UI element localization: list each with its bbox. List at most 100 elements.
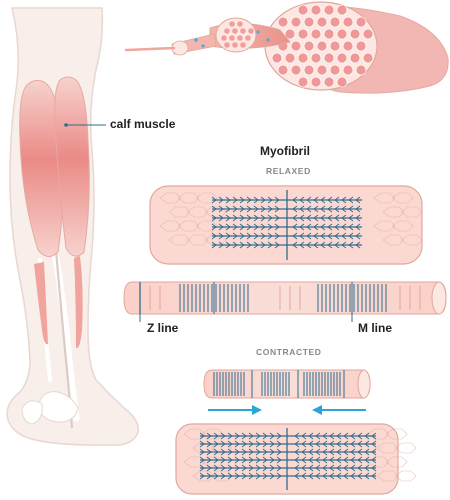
cross-bridge (343, 464, 349, 472)
muscle-fibre-cell (342, 40, 354, 52)
muscle-fibre-cell (290, 64, 302, 76)
cross-bridge (306, 214, 312, 222)
relaxed-caption: RELAXED (266, 166, 311, 176)
peroneus-muscle (34, 262, 48, 345)
cross-bridge (267, 232, 273, 240)
cross-bridge (199, 456, 205, 464)
calf-muscle-lateral (19, 79, 64, 257)
cross-bridge (355, 241, 361, 249)
cross-bridge (294, 432, 300, 440)
cross-bridge (260, 232, 266, 240)
muscle-fibre-cell (284, 52, 296, 64)
cross-bridge (260, 205, 266, 213)
cross-bridge (357, 440, 363, 448)
cross-bridge (218, 223, 224, 231)
calf-muscle-label: calf muscle (110, 117, 176, 131)
cross-bridge (329, 440, 335, 448)
muscle-fibre-cell (349, 52, 361, 64)
cross-bridge (248, 448, 254, 456)
muscle-fibre-cell (336, 4, 348, 16)
cross-bridge (232, 241, 238, 249)
cross-bridge (308, 440, 314, 448)
cross-bridge (315, 456, 321, 464)
muscle-fibre-cell (277, 16, 289, 28)
cross-bridge (371, 456, 377, 464)
cross-bridge (246, 241, 252, 249)
cross-bridge (350, 432, 356, 440)
hex-cell (192, 442, 215, 454)
cross-bridge (292, 196, 298, 204)
cross-bridge (241, 432, 247, 440)
cross-bridge (239, 241, 245, 249)
hex-cell (183, 456, 206, 468)
cross-bridge (227, 432, 233, 440)
cross-bridge (276, 448, 282, 456)
cross-bridge (218, 205, 224, 213)
cross-bridge (206, 432, 212, 440)
myofibril-tube-cap (431, 281, 447, 315)
bundle-fibre-cell (232, 28, 238, 34)
muscle-fibre-cell (323, 4, 335, 16)
hex-cell (376, 442, 399, 454)
fibre-bundle-cells (221, 21, 254, 48)
hex-cell (373, 220, 396, 232)
cross-bridge (246, 232, 252, 240)
cross-bridge (213, 456, 219, 464)
cross-bridge (267, 196, 273, 204)
muscle-fibre-cells (271, 4, 374, 88)
cross-bridge (232, 214, 238, 222)
contracted-tube-cap (357, 369, 371, 399)
ankle-bones (39, 391, 79, 423)
cross-bridge (357, 456, 363, 464)
cross-bridge (206, 440, 212, 448)
muscle-fibre-cell (277, 64, 289, 76)
muscle-fibre-cell (284, 28, 296, 40)
cross-bridge (267, 241, 273, 249)
muscle-fibre-cell (316, 16, 328, 28)
cross-bridge (348, 205, 354, 213)
cross-bridge (308, 456, 314, 464)
myofibril-title: Myofibril (260, 144, 310, 158)
cross-bridge (246, 205, 252, 213)
muscle-fibre-cell (303, 64, 315, 76)
cross-bridge (350, 448, 356, 456)
cross-bridge (269, 432, 275, 440)
cross-bridge (315, 432, 321, 440)
cross-bridge (343, 440, 349, 448)
muscle-fibre-cell (310, 52, 322, 64)
bundle-fibre-cell (237, 21, 243, 27)
cross-bridge (343, 432, 349, 440)
cross-bridge (350, 440, 356, 448)
arrow-left-icon (312, 405, 366, 415)
cross-bridge (327, 223, 333, 231)
arrow-right-icon (208, 405, 262, 415)
muscle-fibre-cell (290, 16, 302, 28)
cross-bridge (269, 464, 275, 472)
cross-bridge (225, 205, 231, 213)
cross-bridge (269, 456, 275, 464)
leg-illustration (6, 7, 139, 446)
cross-bridge (218, 196, 224, 204)
cross-bridge (320, 241, 326, 249)
cross-bridge (199, 464, 205, 472)
hex-cell (400, 234, 423, 246)
cross-bridge (364, 456, 370, 464)
heel-bone (21, 400, 43, 425)
muscle-fibre-cell (342, 64, 354, 76)
myofibril-bands (149, 282, 421, 314)
cross-bridge (306, 196, 312, 204)
cross-bridge (241, 456, 247, 464)
cross-bridge (262, 464, 268, 472)
muscle-fibre-cell (362, 52, 374, 64)
cross-bridge (350, 464, 356, 472)
muscle-fibre-cell (323, 76, 335, 88)
cross-bridge (348, 223, 354, 231)
cross-bridge (371, 432, 377, 440)
cross-bridge (239, 214, 245, 222)
cross-bridge (292, 205, 298, 213)
cross-bridge (322, 456, 328, 464)
cross-bridge (225, 214, 231, 222)
cross-bridge (355, 205, 361, 213)
nucleus-1 (194, 38, 198, 42)
cross-bridge (199, 472, 205, 480)
